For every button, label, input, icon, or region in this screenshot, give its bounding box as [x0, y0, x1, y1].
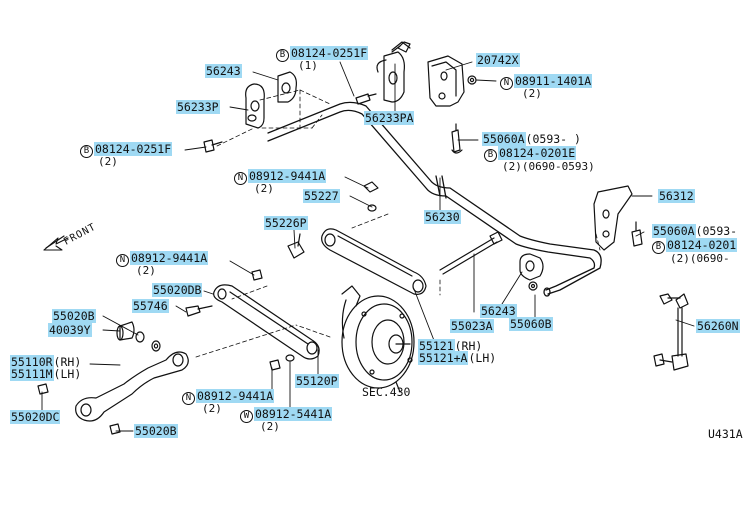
figure-code: U431A: [708, 427, 743, 441]
bolt-55023a: [439, 231, 503, 275]
brake-drum-sec430: [341, 285, 415, 393]
bushing-and-clamp-left: [245, 71, 297, 129]
part-label-55020b-lower[interactable]: 55020B: [134, 424, 178, 438]
part-label-55120p[interactable]: 55120P: [295, 374, 339, 388]
part-label-56233pa[interactable]: 56233PA: [364, 111, 415, 125]
part-label-56243-right[interactable]: 56243: [480, 304, 517, 318]
lower-link-55120p: [213, 284, 320, 360]
dashed-reference-lines: [195, 89, 601, 358]
front-arrow-icon: [43, 235, 69, 251]
part-label-55121a-lh[interactable]: 55121+A(LH): [418, 351, 497, 365]
part-qty-08912-9441a-upper: (2): [254, 182, 274, 195]
bushing-right: [519, 253, 544, 291]
part-label-55746[interactable]: 55746: [132, 299, 169, 313]
part-label-20742x[interactable]: 20742X: [476, 53, 520, 67]
upper-link-55121: [321, 228, 427, 295]
part-qty-08911-1401a: (2): [522, 87, 542, 100]
part-qty-08124-0251f-left: (2): [98, 155, 118, 168]
part-label-56312[interactable]: 56312: [658, 189, 695, 203]
part-qty-08912-5441a: (2): [260, 420, 280, 433]
bracket-56312: [593, 185, 633, 251]
part-label-55111m-lh[interactable]: 55111M(LH): [10, 367, 82, 381]
part-label-55060a-top[interactable]: 55060A(0593- ): [482, 132, 581, 146]
part-label-55110r-rh[interactable]: 55110R(RH): [10, 355, 82, 369]
connecting-rod-56260n: [653, 293, 689, 371]
section-ref-label: SEC.430: [362, 385, 411, 399]
part-label-40039y[interactable]: 40039Y: [48, 323, 92, 337]
part-label-55020b-upper[interactable]: 55020B: [52, 309, 96, 323]
part-label-55060b[interactable]: 55060B: [509, 317, 553, 331]
part-qty-08124-0201e: (2)(0690-0593): [502, 160, 595, 173]
part-qty-08912-9441a-mid: (2): [136, 264, 156, 277]
bracket-20742x: [427, 55, 477, 107]
part-label-55020db[interactable]: 55020DB: [152, 283, 203, 297]
bushings-40039y: [116, 321, 161, 352]
part-label-55226p[interactable]: 55226P: [264, 216, 308, 230]
part-label-55060a-right[interactable]: 55060A(0593-: [652, 224, 738, 238]
part-label-56233p[interactable]: 56233P: [176, 100, 220, 114]
part-qty-08124-0251f-top: (1): [298, 59, 318, 72]
part-label-55121-rh[interactable]: 55121(RH): [418, 339, 483, 353]
part-qty-08912-9441a-lower: (2): [202, 402, 222, 415]
part-label-55227[interactable]: 55227: [303, 189, 340, 203]
part-label-55023a[interactable]: 55023A: [450, 319, 494, 333]
part-label-55020dc[interactable]: 55020DC: [10, 410, 61, 424]
part-qty-08124-0201-right: (2)(0690-: [670, 252, 730, 265]
radius-arm-55110r: [75, 351, 189, 422]
part-label-56260n[interactable]: 56260N: [696, 319, 740, 333]
part-label-56243-top[interactable]: 56243: [205, 64, 242, 78]
bolts-and-nuts: [37, 41, 643, 435]
part-label-56230[interactable]: 56230: [424, 210, 461, 224]
